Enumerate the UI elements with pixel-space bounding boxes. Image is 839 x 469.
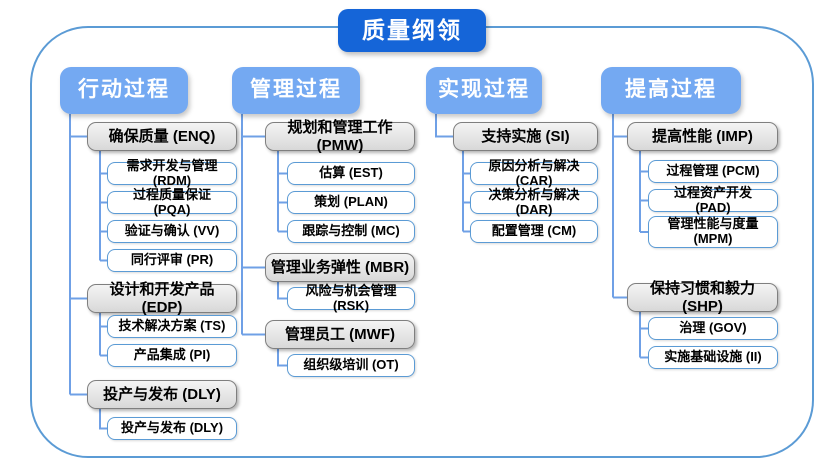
- leaf-node-rsk: 风险与机会管理 (RSK): [287, 283, 415, 312]
- leaf-node-pr: 同行评审 (PR): [107, 249, 237, 272]
- connector-si-children: [462, 151, 470, 233]
- leaf-node-mc: 跟踪与控制 (MC): [287, 220, 415, 243]
- group-node-mwf: 管理员工 (MWF): [265, 320, 415, 349]
- connector-col1-trunk: [69, 114, 87, 396]
- connector-col2-trunk: [241, 114, 265, 336]
- leaf-node-ot: 组织级培训 (OT): [287, 354, 415, 377]
- leaf-node-vv: 验证与确认 (VV): [107, 220, 237, 243]
- leaf-node-pi: 产品集成 (PI): [107, 344, 237, 367]
- leaf-node-dly: 投产与发布 (DLY): [107, 417, 237, 440]
- leaf-node-pad: 过程资产开发 (PAD): [648, 185, 778, 214]
- column-header-improvement-process: 提高过程: [601, 67, 741, 114]
- group-node-enq: 确保质量 (ENQ): [87, 122, 237, 151]
- leaf-node-ts: 技术解决方案 (TS): [107, 315, 237, 338]
- connector-shp-children: [639, 312, 648, 359]
- leaf-node-dar: 决策分析与解决 (DAR): [470, 187, 598, 216]
- connector-dly-children: [99, 409, 107, 430]
- connector-mwf-children: [277, 349, 287, 367]
- leaf-node-pcm: 过程管理 (PCM): [648, 160, 778, 183]
- group-node-si: 支持实施 (SI): [453, 122, 598, 151]
- connector-pmw-children: [277, 151, 287, 233]
- connector-col4-trunk: [612, 114, 627, 299]
- connector-imp-children: [639, 151, 648, 233]
- column-header-action-process: 行动过程: [60, 67, 188, 114]
- connector-enq-children: [99, 151, 107, 262]
- leaf-node-cm: 配置管理 (CM): [470, 220, 598, 243]
- group-node-dly: 投产与发布 (DLY): [87, 380, 237, 409]
- column-header-realization-process: 实现过程: [426, 67, 542, 114]
- leaf-node-rdm: 需求开发与管理 (RDM): [107, 158, 237, 187]
- leaf-node-gov: 治理 (GOV): [648, 317, 778, 340]
- leaf-node-car: 原因分析与解决 (CAR): [470, 158, 598, 187]
- group-node-edp: 设计和开发产品 (EDP): [87, 281, 237, 316]
- leaf-node-ii: 实施基础设施 (II): [648, 346, 778, 369]
- leaf-node-plan: 策划 (PLAN): [287, 191, 415, 214]
- connector-col3-trunk: [435, 114, 453, 138]
- group-node-imp: 提高性能 (IMP): [627, 122, 778, 151]
- leaf-node-mpm: 管理性能与度量 (MPM): [648, 216, 778, 248]
- group-node-shp: 保持习惯和毅力 (SHP): [627, 280, 778, 315]
- leaf-node-est: 估算 (EST): [287, 162, 415, 185]
- connector-mbr-children: [277, 282, 287, 300]
- column-header-management-process: 管理过程: [232, 67, 360, 114]
- connector-edp-children: [99, 313, 107, 357]
- leaf-node-pqa: 过程质量保证 (PQA): [107, 187, 237, 216]
- group-node-mbr: 管理业务弹性 (MBR): [265, 253, 415, 282]
- group-node-pmw: 规划和管理工作 (PMW): [265, 119, 415, 154]
- diagram-title: 质量纲领: [338, 9, 486, 52]
